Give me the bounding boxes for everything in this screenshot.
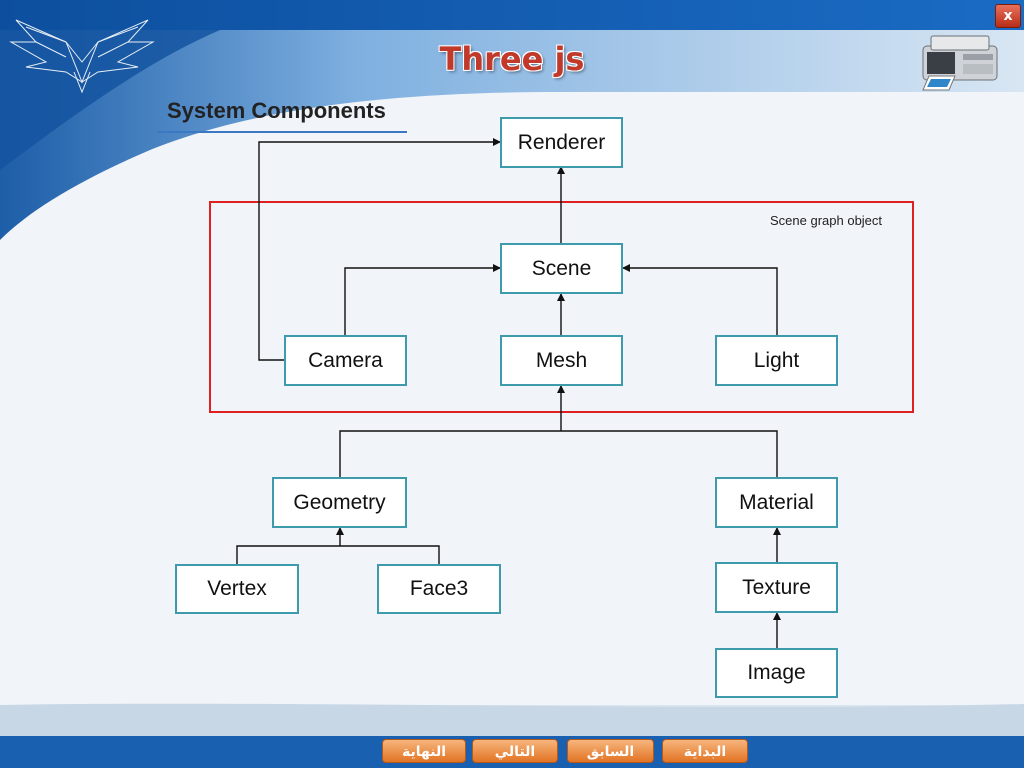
node-face3: Face3 [377,564,501,614]
node-image: Image [715,648,838,698]
eagle-logo-icon [9,19,155,94]
section-underline [157,131,407,133]
printer-icon[interactable] [919,32,1001,92]
section-heading: System Components [167,98,386,123]
nav-prev-button[interactable]: السابق [567,739,654,763]
nav-next-button[interactable]: التالي [472,739,558,763]
close-icon: x [1003,8,1013,24]
node-vertex: Vertex [175,564,299,614]
nav-end-button[interactable]: النهاية [382,739,466,763]
node-material: Material [715,477,838,528]
nav-start-button[interactable]: البداية [662,739,748,763]
node-scene: Scene [500,243,623,294]
node-geometry: Geometry [272,477,407,528]
node-camera: Camera [284,335,407,386]
node-renderer: Renderer [500,117,623,168]
node-light: Light [715,335,838,386]
node-texture: Texture [715,562,838,613]
slide-title: Three js [439,40,585,78]
scene-graph-label: Scene graph object [770,213,883,228]
close-button[interactable]: x [995,4,1021,28]
node-mesh: Mesh [500,335,623,386]
